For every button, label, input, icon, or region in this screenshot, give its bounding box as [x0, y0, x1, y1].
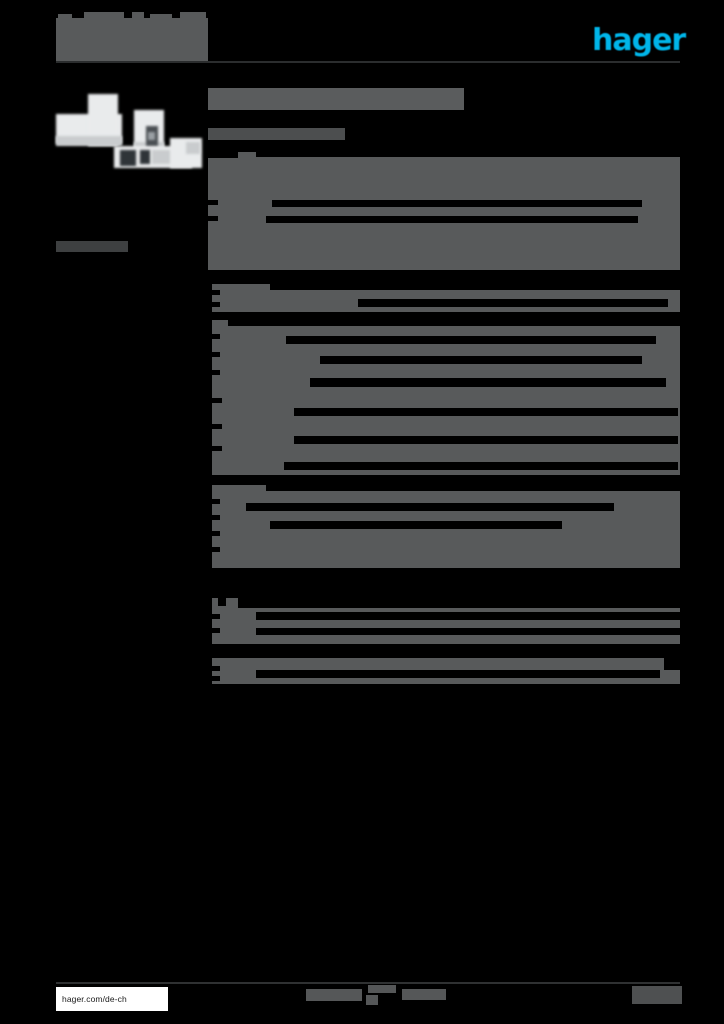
spec-section-5	[208, 598, 680, 648]
panel2-left-edge	[208, 284, 212, 312]
header-title-nub-1	[58, 14, 72, 20]
sidebar-caption-redacted	[56, 241, 128, 252]
page-title	[208, 88, 464, 110]
footer-divider	[56, 982, 680, 984]
spec-section-3	[208, 320, 680, 475]
panel3-left-edge	[208, 320, 212, 475]
panel1-row-2	[266, 216, 638, 223]
header-divider	[56, 61, 680, 63]
panel2-top-edge	[270, 284, 680, 290]
panel1-row-tick-1	[208, 200, 218, 205]
panel1-notch-a	[208, 152, 238, 158]
spec-section-6	[208, 658, 680, 684]
panel6-row-1	[256, 670, 660, 678]
photo-part-terminal-1	[120, 150, 136, 166]
photo-part-tee-shadow	[56, 136, 122, 146]
panel5-row-2	[256, 628, 680, 635]
panel3-tick-4	[208, 398, 222, 403]
panel4-tick-2	[208, 515, 220, 520]
panel3-row-4	[294, 408, 678, 416]
panel5-top-edge	[238, 598, 680, 608]
panel5-bottom-edge	[208, 644, 680, 648]
panel5-left-edge	[208, 598, 212, 648]
panel1-notch-b	[256, 152, 680, 157]
footer-center-redacted-3	[366, 995, 378, 1005]
spec-section-2	[208, 284, 680, 312]
panel5-tick-2	[208, 628, 220, 633]
panel4-top-edge	[266, 485, 680, 491]
panel3-row-3	[310, 378, 666, 387]
spec-section-4	[208, 485, 680, 568]
header-title-nub-5	[180, 12, 206, 20]
photo-part-terminal-3	[152, 150, 174, 164]
panel6-corner-notch	[664, 658, 680, 670]
panel3-row-6	[284, 462, 678, 470]
panel6-tick-2	[208, 676, 220, 681]
panel2-row-tick-2	[208, 302, 220, 307]
page-subtitle	[208, 128, 345, 140]
main-content	[208, 0, 680, 1024]
panel3-row-2	[320, 356, 642, 364]
footer-center-redacted-2	[368, 985, 396, 993]
panel3-tick-1	[208, 334, 220, 339]
panel3-row-1	[286, 336, 656, 344]
panel2-row-tick-1	[208, 290, 220, 295]
panel4-tick-1	[208, 499, 220, 504]
panel5-row-1	[256, 612, 680, 620]
panel1-row-1	[272, 200, 642, 207]
panel3-row-5	[294, 436, 678, 444]
panel4-left-edge	[208, 485, 212, 568]
photo-part-light-insert	[148, 132, 155, 140]
panel5-notch-a	[218, 598, 226, 606]
panel4-row-1	[246, 503, 614, 511]
photo-part-endcap-face	[186, 142, 200, 154]
panel1-bottom-edge	[208, 270, 680, 274]
footer-url-label: hager.com/de-ch	[62, 994, 127, 1004]
panel3-tick-6	[208, 446, 222, 451]
panel4-tick-3	[208, 531, 220, 536]
footer-right-redacted	[632, 986, 682, 1004]
panel1-row-tick-2	[208, 216, 218, 221]
panel5-tick-1	[208, 614, 220, 619]
panel4-tick-4	[208, 547, 220, 552]
product-photo	[52, 84, 204, 182]
panel3-tick-3	[208, 370, 220, 375]
hager-logo[interactable]: hager	[592, 23, 686, 58]
footer-center-redacted-4	[402, 989, 446, 1000]
photo-part-terminal-2	[140, 150, 150, 164]
footer-center-redacted-1	[306, 989, 362, 1001]
panel6-left-edge	[208, 658, 212, 684]
spec-section-1	[208, 152, 680, 274]
footer-url-link[interactable]: hager.com/de-ch	[56, 987, 168, 1011]
panel2-row-1	[358, 299, 668, 307]
header-title-nub-4	[150, 14, 172, 20]
panel4-row-2	[270, 521, 562, 529]
header-title-redacted	[56, 18, 208, 62]
panel3-tick-2	[208, 352, 220, 357]
panel3-tick-5	[208, 424, 222, 429]
header-title-nub-2	[84, 12, 124, 20]
panel6-tick-1	[208, 666, 220, 671]
panel3-top-edge	[228, 320, 680, 326]
header-title-nub-3	[132, 12, 144, 20]
